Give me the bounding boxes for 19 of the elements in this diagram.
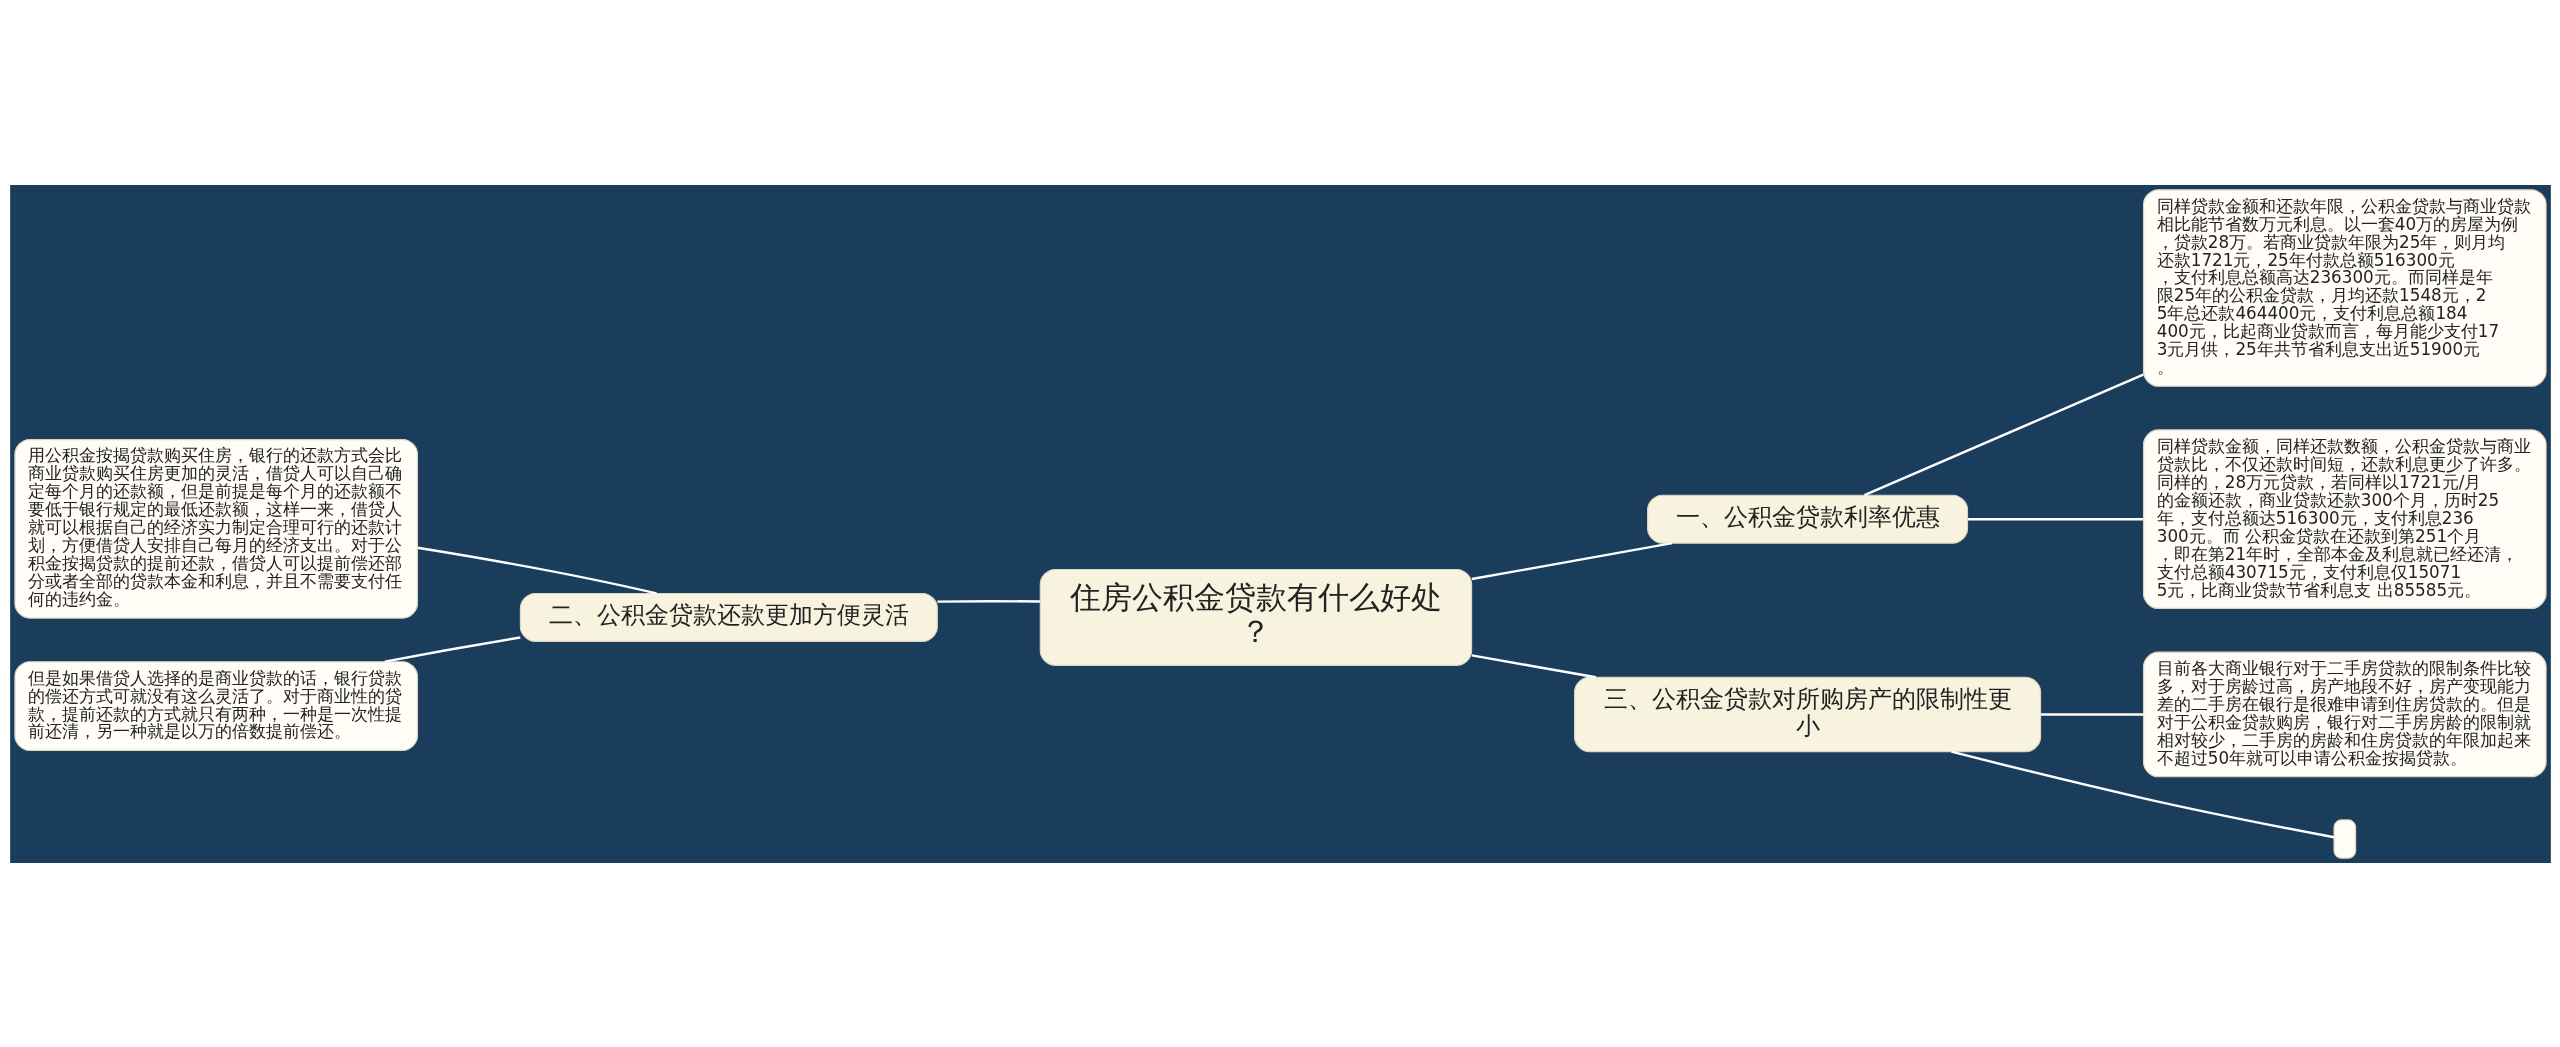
connector bbox=[1967, 517, 2143, 520]
node-box: 住房公积金贷款有什么好处？ bbox=[1039, 568, 1472, 666]
connector bbox=[384, 635, 521, 663]
connector bbox=[416, 546, 657, 595]
node-box: 一、公积金贷款利率优惠 bbox=[1646, 494, 1968, 544]
connector bbox=[1471, 653, 1596, 678]
connector bbox=[1863, 373, 2144, 496]
node-box: 三、公积金贷款对所购房产的限制性更小 bbox=[1573, 676, 2041, 752]
connector bbox=[1950, 750, 2334, 838]
connector bbox=[2040, 712, 2144, 716]
node-box: 目前各大商业银行对于二手房贷款的限制条件比较多，对于房龄过高，房产地段不好，房产变现能力差的二手房在银行是很难申请到住房贷款的。但是对于公积金贷款购房，银行对二手房房龄的限制就相对较少，二手房的房龄和住房贷款的年限加起来不超过50年就可以申请公积金按揭贷款。 bbox=[2142, 651, 2547, 777]
node-box: 同样贷款金额，同样还款数额，公积金贷款与商业贷款比，不仅还款时间短，还款利息更少了许多。同样的，28万元贷款，若同样以1721元/月的金额还款，商业贷款还款300个月，历时25年，支付总额达516300元，支付利息236300元。而 公积金贷款在还款到第251个月，即在第21年时，全部本金及利息就已经还清，支付总额430715元，支付利息仅150715元，比商业贷款节省利息支 出85585元。 bbox=[2142, 428, 2547, 609]
connector bbox=[1471, 541, 1672, 580]
node-box: 用公积金按揭贷款购买住房，银行的还款方式会比商业贷款购买住房更加的灵活，借贷人可以自己确定每个月的还款额，但是前提是每个月的还款额不要低于银行规定的最低还款额，这样一来，借贷人就可以根据自己的经济实力制定合理可行的还款计划，方便借贷人安排自己每月的经济支出。对于公积金按揭贷款的提前还款，借贷人可以提前偿还部分或者全部的贷款本金和利息，并且不需要支付任何的违约金。 bbox=[13, 438, 418, 619]
connector bbox=[936, 599, 1040, 603]
node-box: 同样贷款金额和还款年限，公积金贷款与商业贷款相比能节省数万元利息。以一套40万的房屋为例，贷款28万。若商业贷款年限为25年，则月均还款1721元，25年付款总额516300元，支付利息总额高达236300元。而同样是年限25年的公积金贷款，月均还款1548元，25年总还款464400元，支付利息总额184400元，比起商业贷款而言，每月能少支付173元月供，25年共节省利息支出近51900元。 bbox=[2142, 188, 2547, 387]
node-box: 二、公积金贷款还款更加方便灵活 bbox=[519, 592, 938, 642]
node-box: 但是如果借贷人选择的是商业贷款的话，银行贷款的偿还方式可就没有这么灵活了。对于商业性的贷款，提前还款的方式就只有两种，一种是一次性提前还清，另一种就是以万的倍数提前偿还。 bbox=[13, 660, 418, 751]
node-box bbox=[2332, 818, 2356, 859]
